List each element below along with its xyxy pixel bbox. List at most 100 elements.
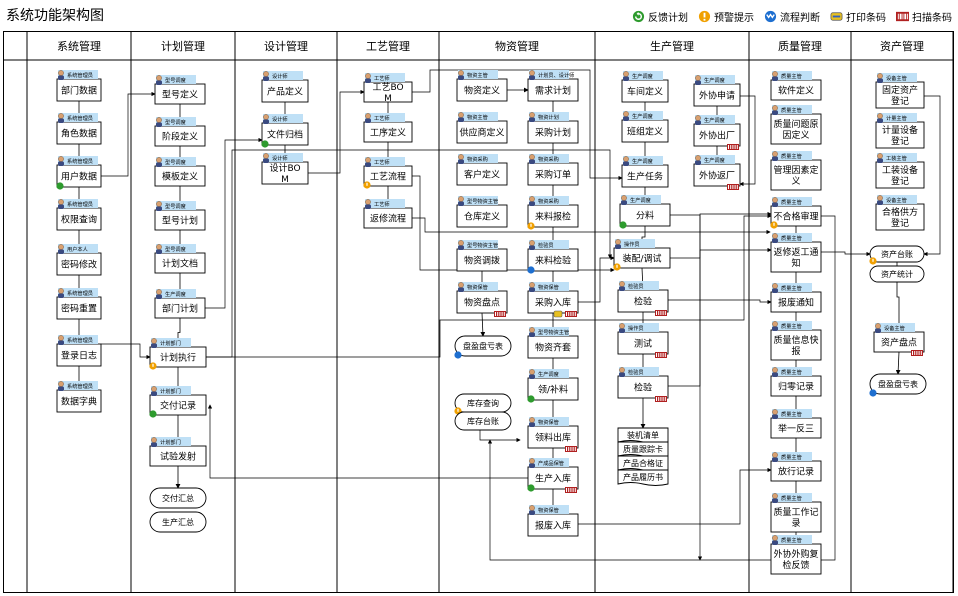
flow-node-g15[interactable]: 产品履历书 (617, 469, 669, 486)
node-label: 角色数据 (61, 127, 97, 139)
node-label: 检验 (634, 295, 652, 307)
nodes: 部门数据系统管理员角色数据系统管理员用户数据系统管理员权限查询系统管理员密码修改… (56, 70, 927, 575)
node-label: 测试 (634, 337, 652, 349)
flow-node-p11[interactable]: 生产汇总 (149, 511, 207, 533)
flow-node-g13[interactable]: 质量跟踪卡 (617, 441, 669, 458)
warning-icon (149, 362, 157, 370)
flow-arrow (923, 95, 941, 257)
user-role-icon (263, 153, 269, 163)
role-label: 型号调度 (165, 245, 186, 253)
flow-arrow (308, 89, 365, 174)
role-label: 物资保管 (538, 506, 559, 514)
role-tag (619, 367, 659, 376)
flow-node-a8[interactable]: 盘盈盘亏表 (869, 373, 927, 397)
node-label: 交付汇总 (162, 493, 194, 503)
lane-header: 质量管理 (778, 39, 822, 53)
flow-node-m16[interactable]: 库存查询 (454, 393, 512, 415)
flow-node-a6[interactable]: 资产统计 (869, 265, 925, 283)
flow-node-p10[interactable]: 交付汇总 (149, 487, 207, 509)
node-label: 放行记录 (778, 465, 814, 477)
role-tag (458, 196, 498, 205)
flow-node-g14[interactable]: 产品合格证 (617, 455, 669, 472)
page-title: 系统功能架构图 (6, 8, 104, 24)
flow-node-m13[interactable]: 盘盈盘亏表 (454, 335, 512, 359)
role-tag (772, 105, 812, 114)
flow-arrow (101, 343, 151, 360)
flow-node-m17[interactable]: 库存台账 (454, 411, 512, 431)
flow-node-g12[interactable]: 装机清单 (617, 427, 669, 444)
flow-node-a5[interactable]: 资产台账 (869, 245, 925, 265)
user-role-icon (156, 289, 162, 299)
